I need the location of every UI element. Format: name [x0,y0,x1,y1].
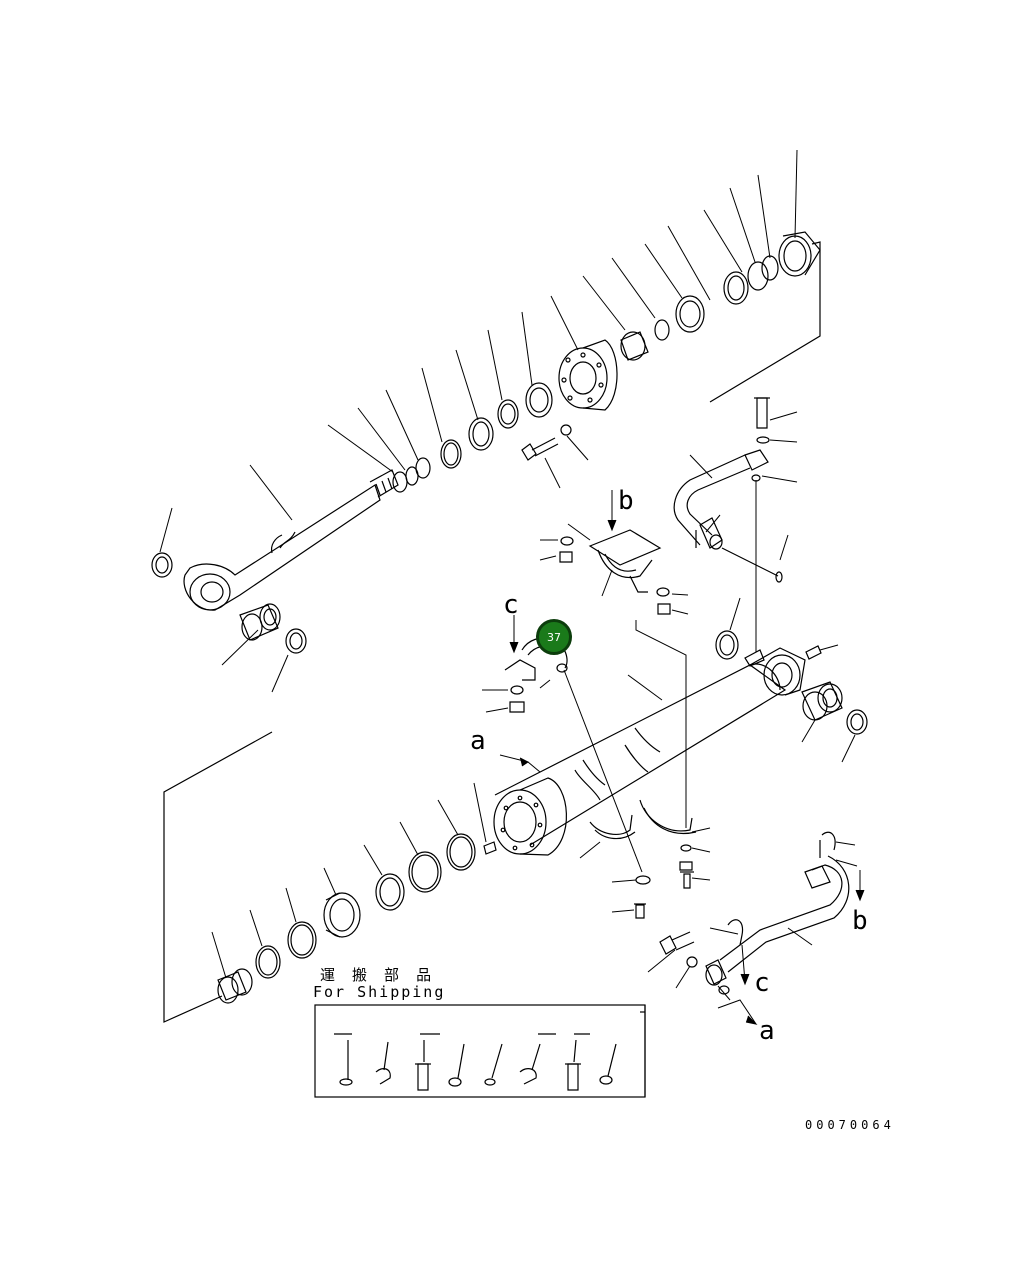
label-a-left: a [470,726,486,756]
shipping-box [314,1004,646,1098]
label-c-lower: c [754,968,770,998]
cylinder-head [558,339,618,411]
rod-bushing [151,552,173,578]
cylinder-bottom-eye [744,647,806,696]
shipping-parts [334,1033,617,1091]
leader-lines-hose [689,411,798,652]
seal-rings-top [392,382,553,493]
hose-fittings [721,397,783,583]
hose-bottom-right [705,831,850,986]
figure-number: 00070064 [805,1118,895,1132]
mount-bracket-b [559,529,671,615]
part-callout-number: 37 [547,630,561,644]
lower-clamps [589,799,697,919]
leader-lines-bottom-left [211,782,487,979]
eye-bushing [239,603,281,641]
shipping-title-en: For Shipping [313,983,446,1001]
grease-fitting [715,630,822,660]
leader-lines-lower [579,827,711,913]
piston-rings [654,231,821,341]
label-a-lower: a [759,1016,775,1046]
leader-lines-c [482,615,643,873]
assembly-bracket-line-left [163,731,273,1023]
head-bolt [521,424,572,461]
bottom-bushing [801,681,843,721]
seal-rings-bottom [217,833,497,1004]
bottom-bolt [659,931,730,995]
leader-lines-top [159,149,798,693]
shipping-title-jp: 運 搬 部 品 [320,966,436,984]
label-b-upper: b [618,486,634,516]
label-b-lower: b [852,906,868,936]
piston-rod [183,469,399,611]
leader-lines-right [499,597,856,773]
hose-top-right [673,449,769,550]
part-callout-37[interactable]: 37 [536,619,572,655]
cylinder-tube [494,663,787,846]
leader-lines-bottom-right [647,841,865,1025]
cylinder-flange [493,777,567,856]
bottom-dust-seal [846,709,868,735]
piston-nut [620,331,649,361]
dust-seal [285,628,307,654]
assembly-bracket-line [709,241,821,403]
label-c-upper: c [503,590,519,620]
leader-lines-b [539,490,689,828]
